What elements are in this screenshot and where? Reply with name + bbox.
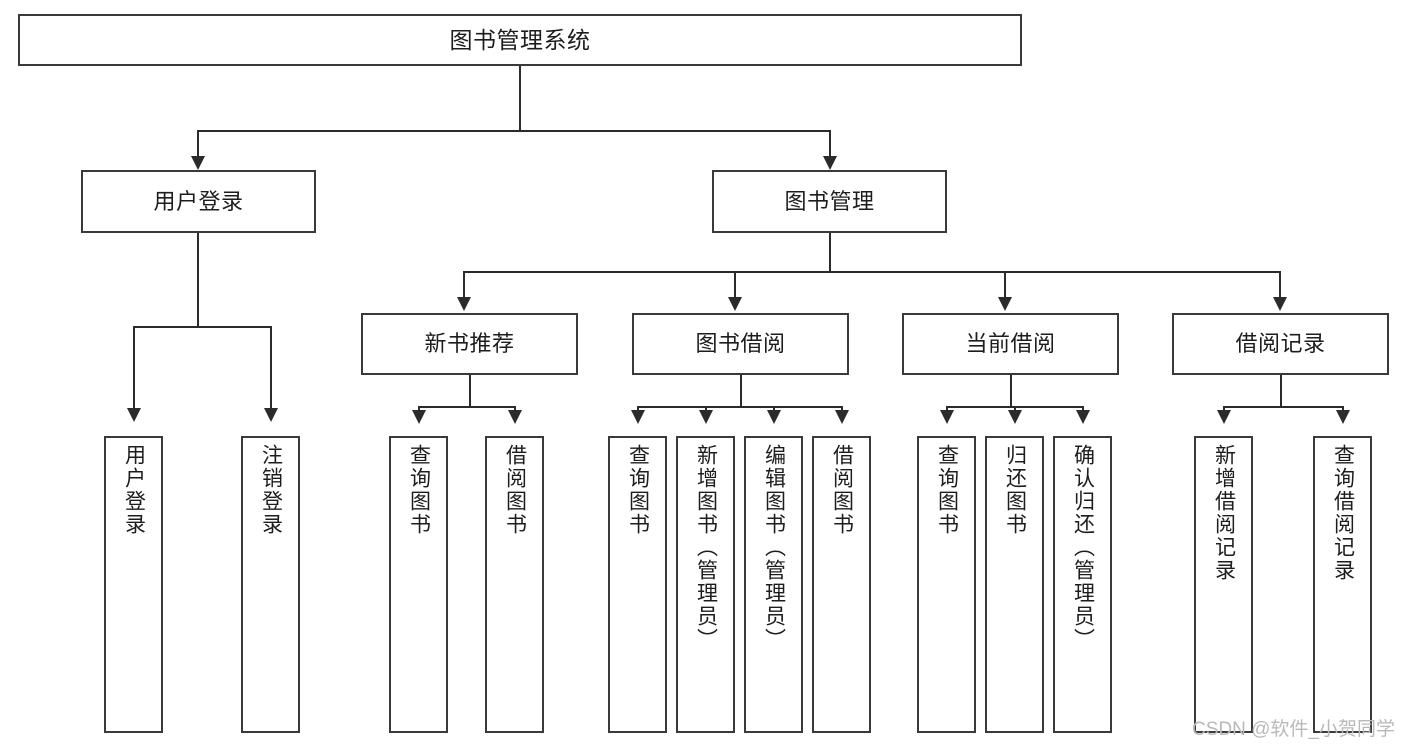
connector-borrow-record-bus — [1223, 406, 1343, 408]
connector-borrow-record-stem — [1280, 375, 1282, 406]
connector-to-borrow-record — [1279, 271, 1281, 299]
node-label: 新书推荐 — [424, 331, 515, 357]
connector-user-login-bus — [133, 326, 270, 328]
leaf-borrow-book-recommend[interactable]: 借阅图书 — [485, 436, 544, 733]
leaf-confirm-return-admin[interactable]: 确认归还（管理员） — [1053, 436, 1112, 733]
connector-book-borrow-drop-1 — [637, 406, 639, 412]
connector-book-borrow-bus — [637, 406, 843, 408]
arrowhead-leaf-borrow-book-1 — [508, 410, 522, 424]
node-label: 查询图书 — [935, 444, 959, 536]
node-label: 图书管理 — [784, 188, 875, 214]
connector-root-stem — [519, 66, 521, 130]
node-current-borrow[interactable]: 当前借阅 — [902, 313, 1119, 375]
arrowhead-leaf-confirm-return — [1076, 410, 1090, 424]
connector-user-login-drop-1 — [133, 326, 135, 410]
leaf-return-book[interactable]: 归还图书 — [985, 436, 1044, 733]
arrowhead-leaf-add-record — [1217, 410, 1231, 424]
node-label: 查询借阅记录 — [1331, 444, 1355, 582]
leaf-logout[interactable]: 注销登录 — [241, 436, 300, 733]
connector-to-book-borrow — [734, 271, 736, 299]
arrowhead-leaf-return-book — [1008, 410, 1022, 424]
arrowhead-leaf-query-book-1 — [412, 410, 426, 424]
node-label: 归还图书 — [1003, 444, 1027, 536]
node-book-borrow[interactable]: 图书借阅 — [632, 313, 849, 375]
arrowhead-book-manage — [823, 156, 837, 170]
arrowhead-leaf-query-book-2 — [631, 410, 645, 424]
connector-user-login-stem — [197, 233, 199, 326]
connector-root-to-user-login — [197, 130, 199, 158]
leaf-query-borrow-record[interactable]: 查询借阅记录 — [1313, 436, 1372, 733]
arrowhead-current-borrow — [998, 297, 1012, 311]
connector-new-book-drop-2 — [514, 406, 516, 412]
leaf-query-book-recommend[interactable]: 查询图书 — [389, 436, 448, 733]
leaf-add-book-admin[interactable]: 新增图书（管理员） — [676, 436, 735, 733]
connector-to-new-book — [463, 271, 465, 299]
node-label: 借阅图书 — [503, 444, 527, 536]
connector-new-book-drop-1 — [418, 406, 420, 412]
arrowhead-book-borrow — [728, 297, 742, 311]
connector-root-bus — [197, 130, 831, 132]
connector-book-borrow-drop-2 — [705, 406, 707, 412]
node-label: 编辑图书（管理员） — [762, 444, 786, 651]
connector-user-login-drop-2 — [270, 326, 272, 410]
node-label: 图书管理系统 — [449, 26, 591, 53]
leaf-query-book-borrow[interactable]: 查询图书 — [608, 436, 667, 733]
arrowhead-leaf-add-book — [699, 410, 713, 424]
connector-root-to-book-manage — [829, 130, 831, 158]
connector-to-current-borrow — [1004, 271, 1006, 299]
connector-borrow-record-drop-1 — [1223, 406, 1225, 412]
arrowhead-leaf-query-book-3 — [940, 410, 954, 424]
arrowhead-new-book-recommend — [457, 297, 471, 311]
leaf-edit-book-admin[interactable]: 编辑图书（管理员） — [744, 436, 803, 733]
leaf-add-borrow-record[interactable]: 新增借阅记录 — [1194, 436, 1253, 733]
connector-book-borrow-stem — [740, 375, 742, 406]
connector-current-borrow-drop-2 — [1014, 406, 1016, 412]
node-root-system[interactable]: 图书管理系统 — [18, 14, 1022, 66]
node-label: 新增借阅记录 — [1212, 444, 1236, 582]
connector-current-borrow-stem — [1010, 375, 1012, 406]
leaf-query-book-current[interactable]: 查询图书 — [917, 436, 976, 733]
connector-current-borrow-drop-3 — [1082, 406, 1084, 412]
leaf-borrow-book[interactable]: 借阅图书 — [812, 436, 871, 733]
node-label: 新增图书（管理员） — [694, 444, 718, 651]
node-new-book-recommend[interactable]: 新书推荐 — [361, 313, 578, 375]
node-label: 当前借阅 — [965, 331, 1056, 357]
node-label: 查询图书 — [626, 444, 650, 536]
node-label: 确认归还（管理员） — [1071, 444, 1095, 651]
arrowhead-leaf-edit-book — [767, 410, 781, 424]
connector-book-borrow-drop-4 — [841, 406, 843, 412]
node-user-login[interactable]: 用户登录 — [81, 170, 316, 233]
arrowhead-user-login — [191, 156, 205, 170]
connector-current-borrow-drop-1 — [946, 406, 948, 412]
arrowhead-leaf-user-login — [127, 408, 141, 422]
connector-level3-bus — [463, 271, 1280, 273]
csdn-watermark: CSDN @软件_小贺同学 — [1192, 719, 1395, 740]
arrowhead-leaf-logout — [264, 408, 278, 422]
leaf-user-login[interactable]: 用户登录 — [104, 436, 163, 733]
node-label: 用户登录 — [122, 444, 146, 536]
node-borrow-record[interactable]: 借阅记录 — [1172, 313, 1389, 375]
node-label: 用户登录 — [153, 188, 244, 214]
arrowhead-leaf-borrow-book-2 — [835, 410, 849, 424]
node-label: 借阅记录 — [1235, 331, 1326, 357]
node-label: 查询图书 — [407, 444, 431, 536]
node-label: 图书借阅 — [695, 331, 786, 357]
arrowhead-borrow-record — [1273, 297, 1287, 311]
connector-borrow-record-drop-2 — [1342, 406, 1344, 412]
connector-new-book-bus — [418, 406, 515, 408]
node-book-management[interactable]: 图书管理 — [712, 170, 947, 233]
connector-book-borrow-drop-3 — [773, 406, 775, 412]
node-label: 借阅图书 — [830, 444, 854, 536]
arrowhead-leaf-query-record — [1336, 410, 1350, 424]
connector-book-manage-stem — [829, 233, 831, 271]
connector-new-book-stem — [469, 375, 471, 406]
node-label: 注销登录 — [259, 444, 283, 536]
